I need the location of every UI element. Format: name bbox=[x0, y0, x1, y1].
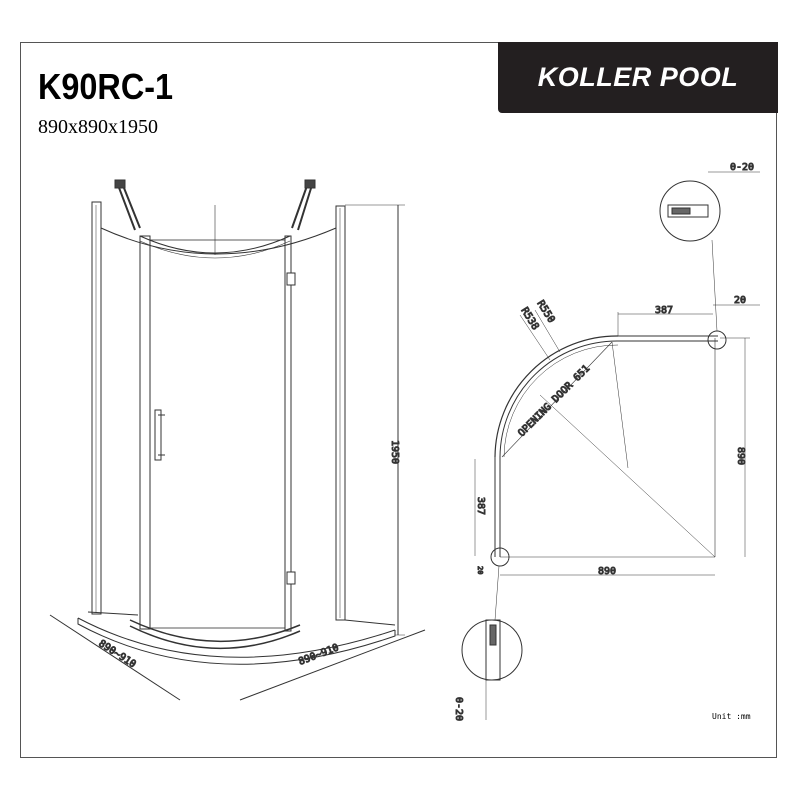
brand-name: KOLLER POOL bbox=[537, 62, 739, 92]
drawing-frame bbox=[20, 42, 777, 758]
width-left-label: 890~910 bbox=[96, 638, 137, 670]
left-side-panel bbox=[91, 201, 102, 615]
stabilizer-bars bbox=[117, 182, 313, 231]
plan-view bbox=[461, 171, 760, 720]
hinge-bottom bbox=[286, 571, 296, 585]
bottom-adjust-label: 0-20 bbox=[453, 697, 464, 721]
hinge-top bbox=[286, 272, 296, 286]
top-adjust-label: 0-20 bbox=[730, 162, 754, 173]
profile-bottom-label: 20 bbox=[476, 566, 484, 574]
brand-logo: KOLLER POOL bbox=[498, 42, 778, 113]
door-handle bbox=[154, 409, 162, 461]
fixed-panel-profile bbox=[139, 235, 151, 630]
depth-label: 890 bbox=[735, 447, 746, 465]
shower-tray bbox=[129, 619, 301, 649]
top-detail-circle bbox=[659, 180, 721, 242]
side-straight-label: 387 bbox=[475, 497, 486, 515]
top-straight-label: 387 bbox=[655, 305, 673, 316]
radius-inner-label: R538 bbox=[518, 306, 540, 332]
profile-top-label: 20 bbox=[734, 295, 746, 306]
front-view bbox=[49, 179, 426, 701]
curved-door bbox=[494, 335, 619, 458]
model-title: K90RC-1 bbox=[38, 66, 174, 107]
door-panel bbox=[149, 239, 286, 629]
width-label: 890 bbox=[598, 566, 616, 577]
model-dimensions: 890x890x1950 bbox=[38, 116, 158, 138]
height-label: 1950 bbox=[389, 440, 400, 464]
unit-note: Unit :mm bbox=[712, 712, 751, 721]
right-side-panel bbox=[335, 205, 346, 621]
